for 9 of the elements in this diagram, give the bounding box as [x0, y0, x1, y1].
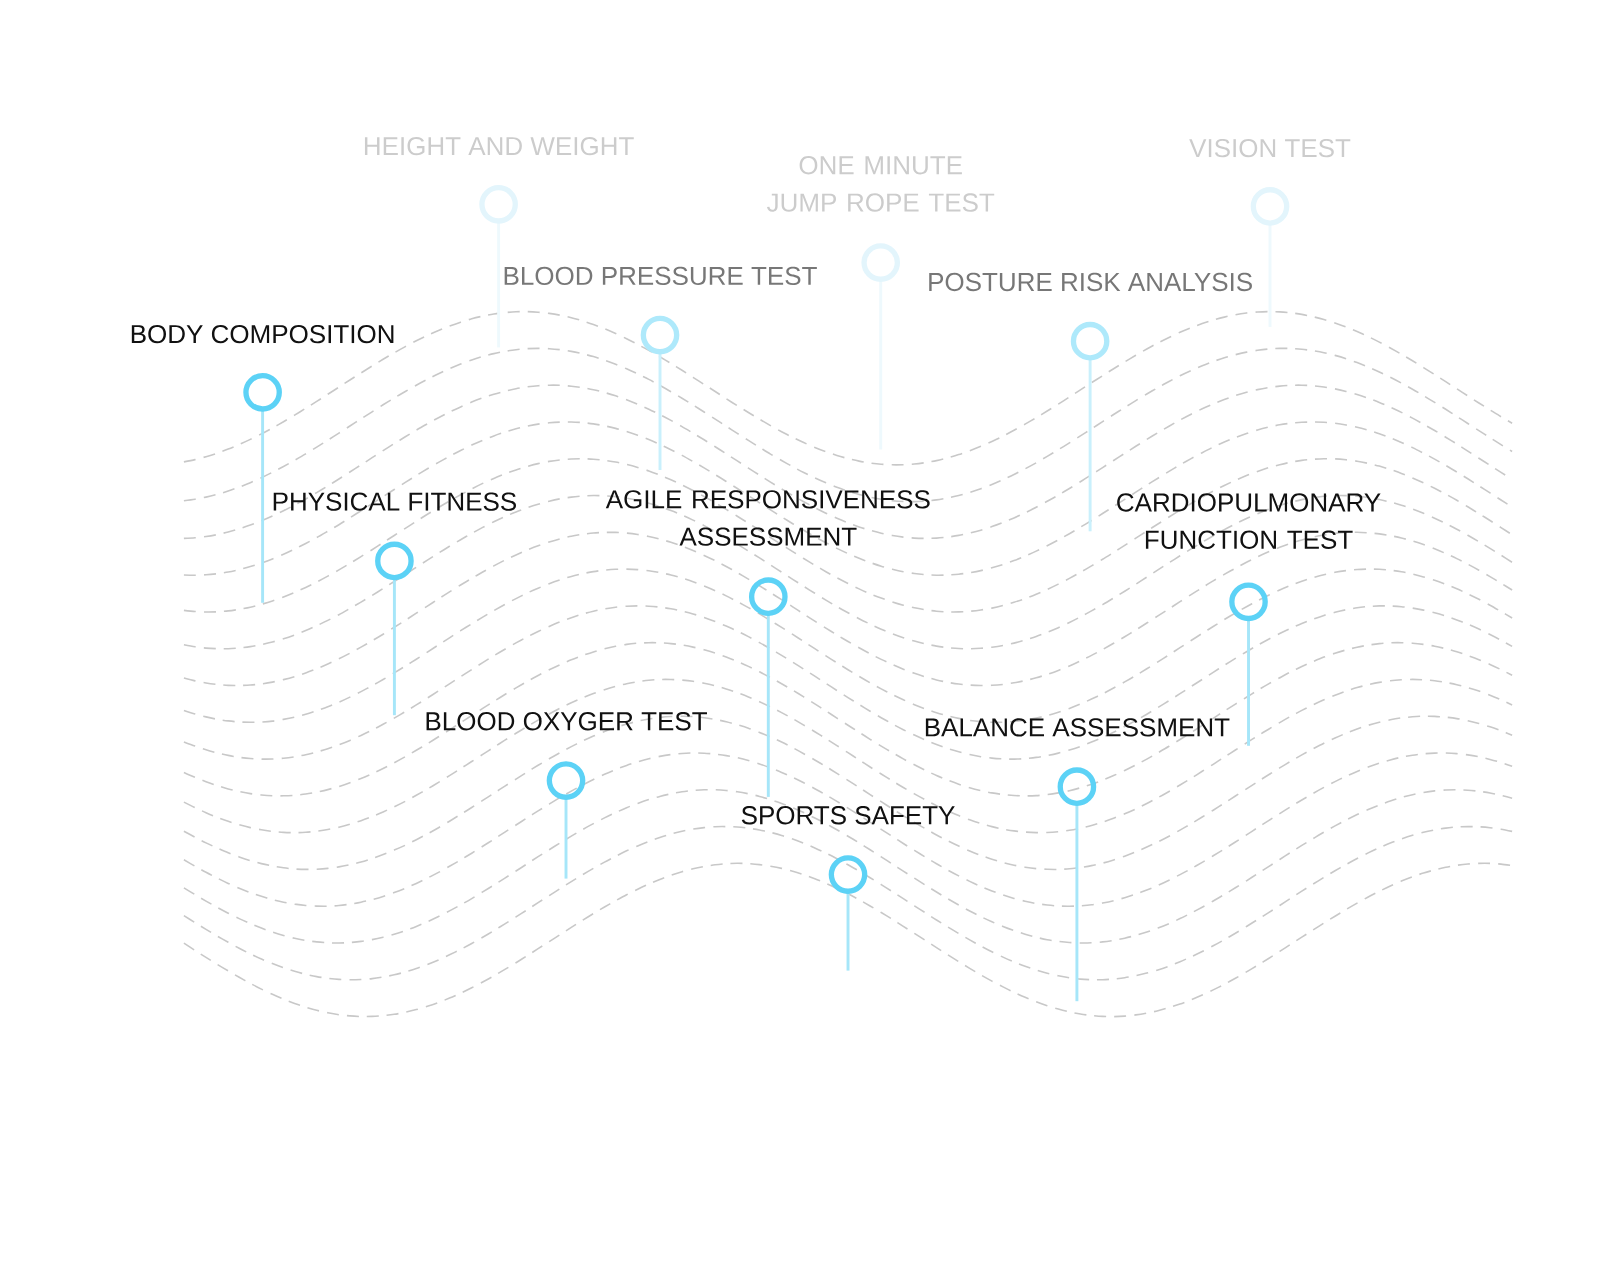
pin-label: BLOOD PRESSURE TEST	[504, 266, 817, 286]
pin-label: BODY COMPOSITION	[131, 324, 394, 344]
pin-label: BLOOD OXYGER TEST	[426, 712, 707, 731]
pin-label: AGILE RESPONSIVENESS ASSESSMENT	[605, 490, 930, 546]
pin-label: CARDIOPULMONARY FUNCTION TEST	[1117, 493, 1381, 549]
pin-label: PHYSICAL FITNESS	[273, 492, 516, 511]
pin-label: SPORTS SAFETY	[741, 806, 955, 825]
pin-label: BALANCE ASSESSMENT	[925, 718, 1230, 737]
pin-label: POSTURE RISK ANALYSIS	[929, 272, 1252, 292]
